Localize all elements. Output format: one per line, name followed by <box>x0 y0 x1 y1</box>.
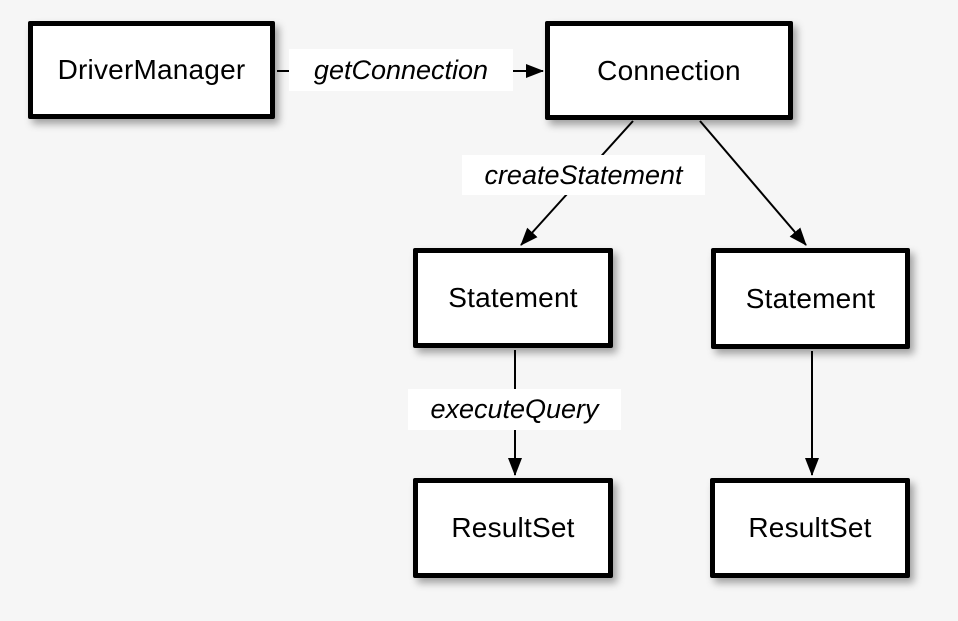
edge-label-getconnection: getConnection <box>289 49 513 91</box>
node-connection: Connection <box>545 21 793 120</box>
node-resultset-right: ResultSet <box>710 478 910 578</box>
node-statement-left-label: Statement <box>448 282 578 313</box>
node-driver-manager: DriverManager <box>28 21 275 119</box>
node-statement-left: Statement <box>413 248 613 348</box>
node-driver-manager-label: DriverManager <box>57 54 246 85</box>
node-connection-label: Connection <box>597 54 741 86</box>
node-resultset-left-label: ResultSet <box>451 512 575 543</box>
edge-connection-statement-right-line <box>699 120 807 246</box>
edge-label-executequery: executeQuery <box>408 389 621 430</box>
node-statement-right: Statement <box>711 248 910 349</box>
node-statement-right-label: Statement <box>745 282 876 314</box>
edge-label-createstatement: createStatement <box>462 155 705 195</box>
node-resultset-right-label: ResultSet <box>748 512 872 543</box>
node-resultset-left: ResultSet <box>413 478 613 578</box>
